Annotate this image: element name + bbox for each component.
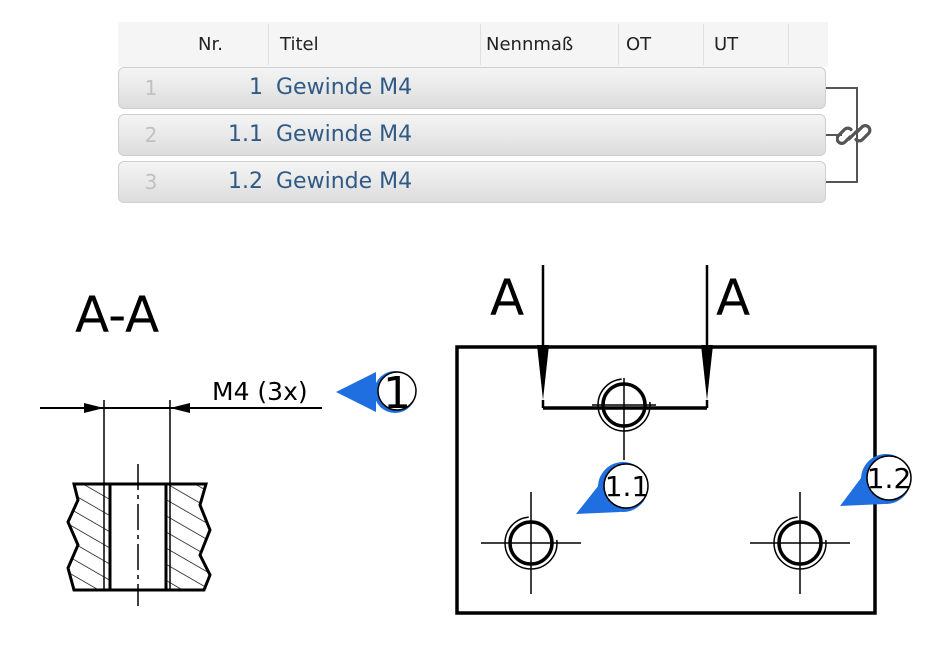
balloon-label: 1.1 (605, 470, 650, 503)
section-view: A-A M4 (3x) 1 (40, 286, 417, 606)
row-titel: Gewinde M4 (276, 75, 413, 100)
dimension-arrow-right (170, 403, 190, 413)
row-index: 1 (144, 76, 158, 100)
section-arrow-head-right (701, 345, 713, 400)
column-header-ut[interactable]: UT (714, 34, 739, 55)
top-view: A A (455, 265, 912, 615)
column-divider (268, 24, 269, 65)
feature-table: Nr. Titel Nennmaß OT UT 1 1 Gewinde M4 2… (118, 22, 828, 203)
section-mark-left: A (490, 269, 524, 327)
section-arrow-head-left (537, 345, 549, 400)
balloon-1-1[interactable]: 1.1 (576, 462, 649, 514)
threaded-hole-1 (592, 378, 656, 460)
threaded-hole-3 (750, 492, 850, 594)
table-row[interactable]: 2 1.1 Gewinde M4 (118, 114, 826, 156)
table-header: Nr. Titel Nennmaß OT UT (118, 22, 828, 67)
table-row[interactable]: 1 1 Gewinde M4 (118, 67, 826, 109)
thread-callout: M4 (3x) (212, 377, 308, 406)
plate-outline (455, 345, 877, 615)
balloon-1-2[interactable]: 1.2 (840, 454, 912, 506)
row-titel: Gewinde M4 (276, 169, 413, 194)
row-index: 3 (144, 170, 158, 194)
column-divider (618, 24, 619, 65)
threaded-hole-2 (481, 492, 581, 594)
row-nr: 1.1 (228, 122, 263, 147)
row-nr: 1.2 (228, 169, 263, 194)
row-titel: Gewinde M4 (276, 122, 413, 147)
section-body-right (164, 482, 212, 592)
column-header-nr[interactable]: Nr. (198, 34, 223, 55)
row-index: 2 (144, 123, 158, 147)
column-divider (703, 24, 704, 65)
dimension-arrow-left (84, 403, 104, 413)
column-divider (480, 24, 481, 65)
chain-link-icon[interactable] (836, 117, 872, 153)
column-header-titel[interactable]: Titel (280, 34, 319, 55)
table-row[interactable]: 3 1.2 Gewinde M4 (118, 161, 826, 203)
column-header-ot[interactable]: OT (626, 34, 652, 55)
section-title: A-A (75, 286, 159, 344)
section-mark-right: A (716, 269, 750, 327)
section-body-left (66, 482, 112, 592)
column-divider (788, 24, 789, 65)
balloon-label: 1.2 (867, 462, 912, 495)
balloon-label: 1 (383, 368, 411, 419)
balloon-1[interactable]: 1 (336, 368, 417, 419)
row-nr: 1 (249, 75, 263, 100)
column-header-nennmass[interactable]: Nennmaß (486, 34, 574, 55)
